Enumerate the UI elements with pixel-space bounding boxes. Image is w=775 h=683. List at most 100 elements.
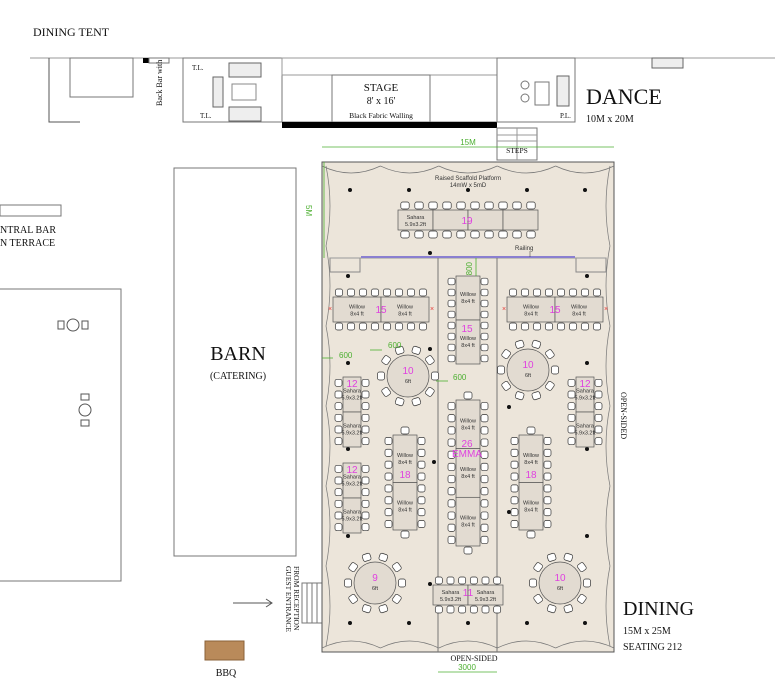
table-segment	[392, 434, 418, 483]
table-type: Willow	[397, 500, 413, 506]
chair-icon	[484, 230, 494, 239]
dance-bar-area	[496, 57, 576, 123]
chair-icon	[545, 288, 553, 297]
post-dot	[432, 460, 436, 464]
chair-icon	[567, 425, 576, 434]
chair-icon	[447, 299, 456, 308]
chair-icon	[417, 448, 426, 457]
chair-icon	[361, 390, 370, 399]
table-size: 8x4 ft	[398, 312, 412, 318]
table-number: 10	[522, 360, 534, 371]
table-segment	[554, 296, 604, 323]
table-segment	[455, 319, 481, 365]
chair-icon	[334, 378, 343, 387]
chair-icon	[447, 523, 456, 532]
chair-icon	[447, 321, 456, 330]
table-type: Willow	[523, 453, 539, 459]
sofa-icon	[228, 106, 262, 122]
chair-icon	[334, 390, 343, 399]
pl-label: P.L.	[560, 112, 571, 120]
chair-icon	[425, 355, 435, 365]
black-fabric-walling	[282, 122, 497, 128]
chair-icon	[498, 230, 508, 239]
chair-icon	[480, 343, 489, 352]
post-dot	[346, 361, 350, 365]
table-type: Willow	[460, 336, 476, 342]
seating-count: SEATING 212	[623, 642, 682, 653]
chair-icon	[470, 201, 480, 210]
chair-icon	[458, 576, 467, 585]
chair-icon	[567, 402, 576, 411]
chair-icon	[510, 460, 519, 469]
chair-icon	[400, 201, 410, 210]
chair-icon	[545, 381, 555, 391]
table-type: Sahara	[343, 475, 362, 481]
chair-icon	[411, 397, 422, 407]
chair-icon	[447, 414, 456, 423]
chair-icon	[398, 578, 406, 588]
table-type: Sahara	[343, 510, 362, 516]
post-dot	[407, 188, 411, 192]
table-type: Willow	[460, 516, 476, 522]
round-tabletop	[386, 354, 430, 398]
chair-icon	[531, 391, 542, 401]
chair-icon	[384, 508, 393, 517]
chair-icon	[447, 332, 456, 341]
chair-icon	[446, 605, 455, 614]
table-size: 5.9x3.2ft	[341, 396, 363, 402]
chair-icon	[458, 605, 467, 614]
chair-icon	[361, 499, 370, 508]
x-mark: ×	[604, 306, 608, 313]
post-dot	[346, 447, 350, 451]
chair-icon	[546, 604, 557, 614]
table-number: 12	[346, 379, 358, 390]
chair-icon	[395, 322, 403, 331]
chair-icon	[447, 288, 456, 297]
entrance-steps	[301, 582, 323, 624]
chair-icon	[428, 230, 438, 239]
posts	[346, 188, 589, 625]
chair-icon	[407, 322, 415, 331]
chair-icon	[563, 552, 574, 562]
table-segment	[467, 584, 504, 606]
post-dot	[407, 621, 411, 625]
dimension-5m: 5M	[304, 162, 325, 258]
table-number: 26	[461, 439, 473, 450]
chair-icon	[428, 201, 438, 210]
chair-icon	[569, 322, 577, 331]
chair-icon	[447, 450, 456, 459]
table-size: 6ft	[405, 379, 412, 385]
chair-icon	[469, 576, 478, 585]
post-dot	[585, 447, 589, 451]
chair-icon	[334, 523, 343, 532]
chair-icon	[411, 345, 422, 355]
post-dot	[428, 251, 432, 255]
table-size: 5.9x3.2ft	[574, 431, 596, 437]
chair-icon	[384, 460, 393, 469]
catering-label: (CATERING)	[210, 371, 266, 382]
steps: STEPS	[496, 127, 538, 161]
stage-back	[281, 57, 498, 76]
table-size: 5.9x3.2ft	[574, 396, 596, 402]
sofa-icon	[651, 57, 684, 69]
chair-icon	[395, 288, 403, 297]
chair-icon	[463, 546, 473, 555]
chair-icon	[526, 201, 536, 210]
chair-icon	[417, 496, 426, 505]
